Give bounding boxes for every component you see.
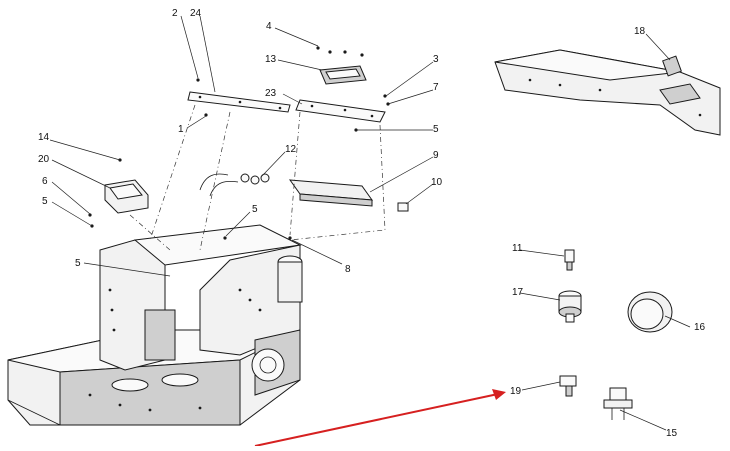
- key-11: [564, 249, 575, 271]
- connector-10: [397, 202, 409, 212]
- module-9: [288, 179, 374, 207]
- highlight-arrow: [254, 389, 506, 447]
- callout-11: 11: [512, 243, 523, 254]
- switch-15: [603, 387, 633, 420]
- callout-4: 4: [266, 21, 272, 32]
- fasteners: [88, 46, 390, 240]
- callout-7: 7: [433, 82, 439, 93]
- callout-14: 14: [38, 132, 50, 143]
- side-frame-18: [494, 49, 721, 136]
- callout-3: 3: [433, 54, 439, 65]
- hose-set-12: [199, 173, 270, 197]
- inner-pocket: [144, 309, 176, 361]
- mount-plate: [295, 99, 386, 123]
- callout-13: 13: [265, 54, 277, 65]
- switch-18: [662, 55, 682, 77]
- callout-15: 15: [666, 428, 678, 439]
- callout-5-right: 5: [433, 124, 439, 135]
- callout-18: 18: [634, 26, 646, 37]
- mount-plate-23: [295, 99, 386, 123]
- leader-lines: [49, 15, 691, 431]
- callout-24: 24: [190, 8, 202, 19]
- ignition-switch-17: [558, 290, 582, 323]
- key-19: [559, 375, 577, 397]
- tank-body: [277, 261, 303, 303]
- callout-1: 1: [178, 124, 184, 135]
- gauge-16: [627, 291, 673, 333]
- callout-16: 16: [694, 322, 706, 333]
- callout-10: 10: [431, 177, 443, 188]
- callout-9: 9: [433, 150, 439, 161]
- callout-8: 8: [345, 264, 351, 275]
- callout-5-mid: 5: [252, 204, 258, 215]
- frame-holes: [88, 288, 262, 412]
- cover-bracket-24: [187, 91, 291, 113]
- callout-17: 17: [512, 287, 524, 298]
- callout-5-left: 5: [42, 196, 48, 207]
- callout-labels: 2 24 4 13 23 1 3 7 5 9 10 8 12 14 20 6 5…: [38, 8, 706, 439]
- wheel-hub: [251, 348, 285, 382]
- callout-19: 19: [510, 386, 522, 397]
- base-tray-front: [59, 359, 241, 426]
- assembly-guide-lines: [129, 104, 386, 251]
- control-panel-13: [319, 65, 367, 85]
- junction-box-20: [104, 179, 149, 214]
- callout-2: 2: [172, 8, 178, 19]
- callout-6: 6: [42, 176, 48, 187]
- main-chassis-frame: [7, 224, 303, 426]
- callout-12: 12: [285, 144, 297, 155]
- callout-5-frame: 5: [75, 258, 81, 269]
- callout-23: 23: [265, 88, 277, 99]
- callout-20: 20: [38, 154, 50, 165]
